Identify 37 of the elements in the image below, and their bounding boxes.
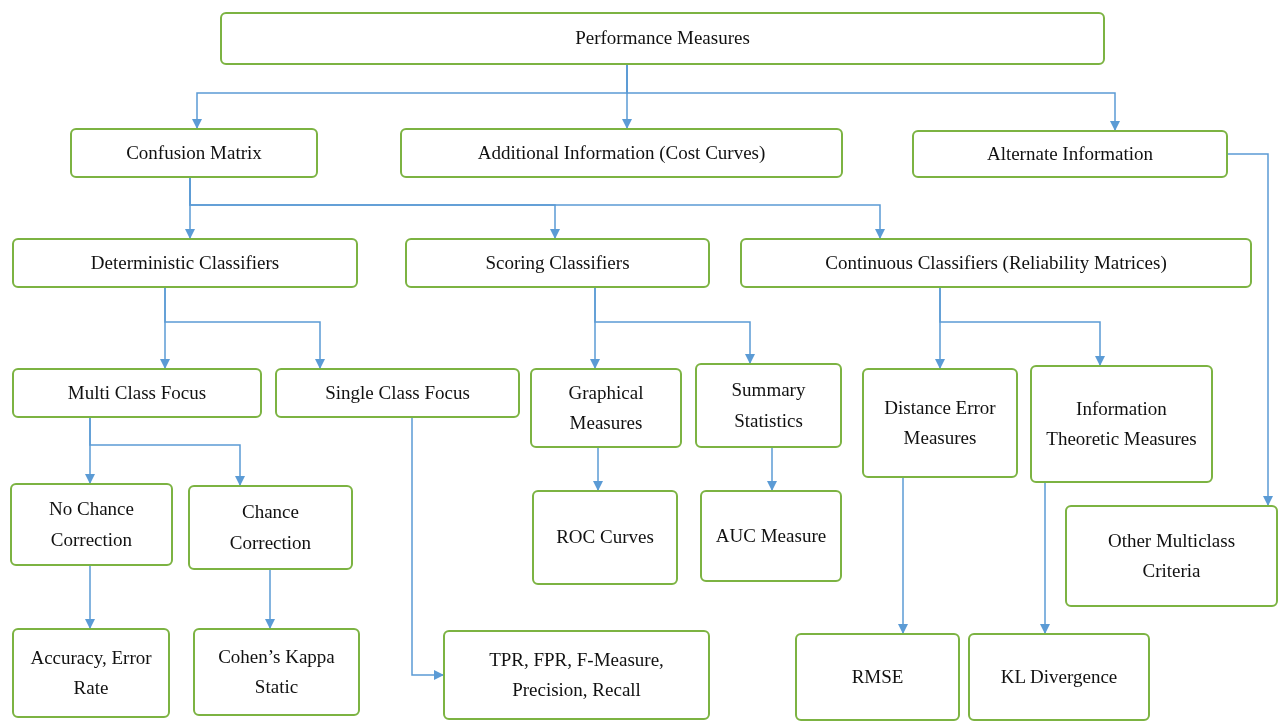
- process-box: Summary Statistics: [695, 363, 842, 448]
- process-box: Continuous Classifiers (Reliability Matrices): [740, 238, 1252, 288]
- process-box: Multi Class Focus: [12, 368, 262, 418]
- arrow: [939, 287, 1105, 366]
- arrow: [411, 417, 444, 680]
- arrow: [594, 287, 755, 364]
- process-box: Other Multiclass Criteria: [1065, 505, 1278, 607]
- arrow: [265, 569, 275, 629]
- arrow: [898, 477, 908, 634]
- process-box: Information Theoretic Measures: [1030, 365, 1213, 483]
- arrow: [767, 447, 777, 491]
- process-box: Graphical Measures: [530, 368, 682, 448]
- process-box: AUC Measure: [700, 490, 842, 582]
- arrow: [89, 417, 245, 486]
- process-box: Scoring Classifiers: [405, 238, 710, 288]
- arrow: [1227, 153, 1273, 506]
- process-box: Cohen’s Kappa Static: [193, 628, 360, 716]
- process-box: No Chance Correction: [10, 483, 173, 566]
- arrow: [626, 64, 1120, 131]
- process-box: RMSE: [795, 633, 960, 721]
- arrow: [189, 177, 885, 239]
- process-box: ROC Curves: [532, 490, 678, 585]
- process-box: Performance Measures: [220, 12, 1105, 65]
- process-box: Chance Correction: [188, 485, 353, 570]
- arrow: [1040, 482, 1050, 634]
- process-box: Confusion Matrix: [70, 128, 318, 178]
- process-box: KL Divergence: [968, 633, 1150, 721]
- process-box: Additional Information (Cost Curves): [400, 128, 843, 178]
- process-box: Distance Error Measures: [862, 368, 1018, 478]
- arrow: [164, 287, 325, 369]
- process-box: TPR, FPR, F-Measure, Precision, Recall: [443, 630, 710, 720]
- process-box: Accuracy, Error Rate: [12, 628, 170, 718]
- process-box: Alternate Information: [912, 130, 1228, 178]
- process-box: Single Class Focus: [275, 368, 520, 418]
- arrow: [593, 447, 603, 491]
- process-box: Deterministic Classifiers: [12, 238, 358, 288]
- arrow: [85, 565, 95, 629]
